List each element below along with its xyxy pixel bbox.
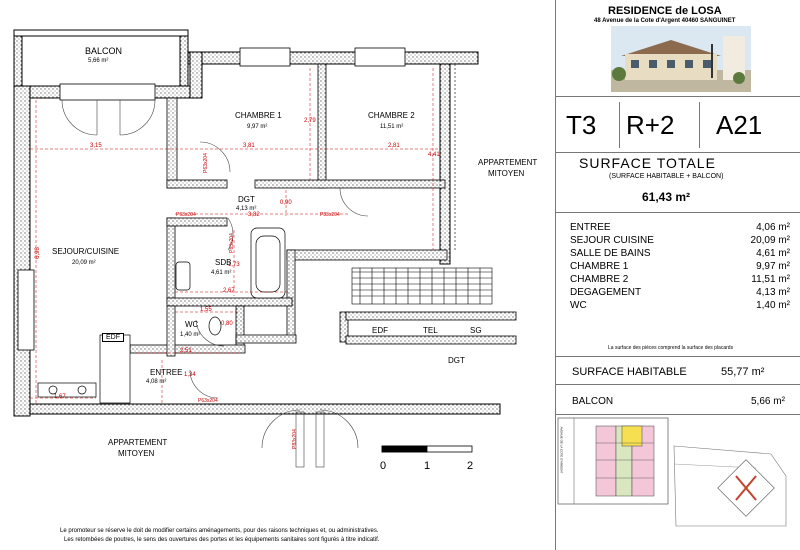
door-label-p2: P83x204 (320, 212, 340, 218)
room-name-sdb: SDB (215, 258, 232, 267)
dim-1-73: 1,73 (228, 262, 240, 268)
type-cell-r2: R+2 (626, 110, 675, 140)
label-appartement-mitoyen-bottom: APPARTEMENT (108, 438, 168, 447)
dim-4-41: 4,41 (428, 152, 440, 158)
room-row-label: SALLE DE BAINS (570, 248, 651, 259)
dim-1-34: 1,34 (184, 372, 196, 378)
surface-totale-subtitle: (SURFACE HABITABLE + BALCON) (609, 173, 724, 180)
dim-0-90: 0,90 (280, 200, 292, 206)
balcon-label: BALCON (572, 396, 614, 407)
room-name-wc: WC (185, 320, 199, 329)
windows (17, 47, 406, 351)
room-name-dgt: DGT (238, 195, 255, 204)
room-area-entree: 4,08 m² (146, 379, 167, 385)
scale-0: 0 (380, 460, 387, 472)
door-label-p3: P63x204 (198, 398, 218, 404)
room-row-value: 1,40 m² (756, 300, 790, 311)
room-row-value: 4,13 m² (756, 287, 790, 298)
info-panel: RESIDENCE de LOSA 48 Avenue de la Cote d… (555, 0, 800, 550)
site-keyplan (557, 417, 787, 527)
tel-meter: TEL (423, 326, 438, 335)
dim-1-67: 1,67 (54, 394, 66, 400)
room-name-chambre2: CHAMBRE 2 (368, 111, 415, 120)
room-row-label: ENTREE (570, 222, 611, 233)
label-mitoyen-bottom: MITOYEN (118, 449, 155, 458)
floor-plan (13, 29, 517, 468)
edf-meter: EDF (372, 326, 388, 335)
label-appartement-mitoyen-right: APPARTEMENT (478, 158, 538, 167)
surface-note: La surface des pièces comprend la surfac… (608, 345, 734, 351)
label-mitoyen-right: MITOYEN (488, 169, 525, 178)
residence-title: RESIDENCE de LOSA (608, 5, 722, 17)
door-label-p1: P63x204 (176, 212, 196, 218)
dim-2-51: 2,51 (180, 348, 192, 354)
room-name-entree: ENTREE (150, 368, 183, 377)
dim-2-79: 2,79 (304, 118, 316, 124)
room-row-label: WC (570, 300, 587, 311)
room-row-value: 11,51 m² (751, 274, 790, 285)
room-row-label: CHAMBRE 2 (570, 274, 629, 285)
door-swings (61, 99, 369, 468)
scale-2: 2 (467, 460, 474, 472)
room-row-value: 4,06 m² (756, 222, 790, 233)
dim-3-81: 3,81 (243, 143, 255, 149)
dim-0-80: 0,80 (221, 321, 233, 327)
dim-3-82: 3,82 (248, 212, 260, 218)
room-area-chambre1: 9,97 m² (247, 124, 268, 130)
dim-3-15: 3,15 (90, 143, 102, 149)
dimension-lines (30, 68, 440, 404)
dim-2-81: 2,81 (388, 143, 400, 149)
scale-bar (381, 445, 473, 453)
room-area-dgt: 4,13 m² (236, 206, 257, 212)
room-area-sejour: 20,09 m² (72, 260, 96, 266)
type-cell-a21: A21 (716, 110, 763, 140)
sg-meter: SG (470, 326, 482, 335)
residence-photo (611, 26, 751, 92)
dim-1-55: 1,55 (200, 307, 212, 313)
dim-2-67: 2,67 (223, 288, 235, 294)
edf-box: EDF (102, 333, 124, 342)
staircase (351, 64, 493, 305)
room-name-balcon: BALCON (85, 46, 123, 56)
room-name-chambre1: CHAMBRE 1 (235, 111, 282, 120)
surface-habitable-value: 55,77 m² (721, 366, 765, 378)
disclaimer-line-2: Les retombées de poutres, le sens des ou… (64, 537, 380, 543)
type-cell-t3: T3 (566, 110, 597, 140)
door-label-p4: P63x204 (202, 153, 209, 173)
label-dgt-common: DGT (448, 356, 465, 365)
room-row-label: CHAMBRE 1 (570, 261, 629, 272)
door-label-p5: P83x204 (228, 233, 235, 253)
room-row-label: DEGAGEMENT (570, 287, 642, 298)
surface-habitable-label: SURFACE HABITABLE (572, 366, 687, 378)
room-row-label: SEJOUR CUISINE (570, 235, 654, 246)
room-row-value: 9,97 m² (756, 261, 790, 272)
fixtures (37, 227, 286, 404)
room-area-balcon: 5,66 m² (88, 58, 109, 64)
dim-6-98: 6,98 (34, 247, 41, 259)
balcon-value: 5,66 m² (751, 396, 785, 407)
scale-1: 1 (424, 460, 431, 472)
room-area-wc: 1,40 m² (180, 332, 201, 338)
surface-totale-value: 61,43 m² (642, 190, 691, 204)
room-area-chambre2: 11,51 m² (380, 124, 404, 130)
residence-address: 48 Avenue de la Cote d'Argent 40460 SANG… (594, 18, 736, 24)
room-area-sdb: 4,61 m² (211, 270, 232, 276)
keyplan-street-label: AVENUE DE LA COTE D'ARGENT (559, 426, 564, 474)
room-row-value: 4,61 m² (756, 248, 790, 259)
interior-walls (129, 63, 517, 357)
room-name-sejour: SEJOUR/CUISINE (52, 247, 120, 256)
disclaimer-line-1: Le promoteur se réserve le doit de modif… (60, 528, 379, 534)
surface-totale-title: SURFACE TOTALE (579, 155, 716, 171)
room-row-value: 20,09 m² (750, 235, 790, 246)
door-label-p6: P83x204 (291, 429, 298, 449)
